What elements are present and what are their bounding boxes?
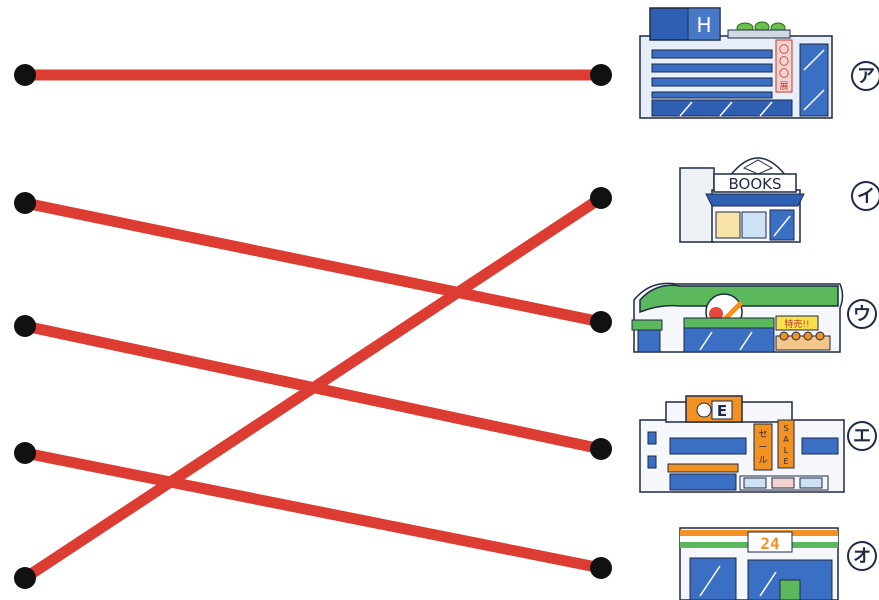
svg-text:〇: 〇: [779, 68, 789, 80]
right-dot-5[interactable]: [590, 557, 612, 579]
svg-text:展: 展: [779, 81, 788, 92]
svg-text:A: A: [783, 435, 789, 444]
24-sign: 24: [760, 534, 779, 553]
left-dot-4[interactable]: [14, 442, 36, 464]
supermarket-illustration: 特売!!: [631, 282, 844, 353]
hotel-sign: H: [696, 13, 711, 37]
hotel-department-store-illustration: H 〇 〇 〇 展: [639, 7, 833, 119]
choice-labels: ア イ ウ エ オ: [847, 61, 879, 571]
svg-text:ウ: ウ: [853, 304, 871, 325]
books-sign: BOOKS: [729, 175, 782, 193]
right-dot-2[interactable]: [590, 187, 612, 209]
svg-text:E: E: [783, 457, 788, 466]
svg-text:セ: セ: [758, 429, 767, 440]
bookstore-illustration: BOOKS: [679, 157, 805, 243]
svg-text:ー: ー: [758, 443, 767, 453]
electronics-store-illustration: E セ ー ル S A L E: [639, 395, 845, 493]
svg-text:L: L: [784, 446, 789, 455]
connection-lines: [21, 69, 605, 583]
left-dot-1[interactable]: [14, 64, 36, 86]
e-sign: E: [717, 402, 727, 420]
svg-text:オ: オ: [853, 546, 871, 567]
sale-sign: 特売!!: [784, 318, 809, 330]
connection-line-5-2: [21, 193, 605, 583]
connection-line-4-5: [23, 447, 603, 574]
choice-label-u: ウ: [847, 299, 877, 329]
svg-text:ル: ル: [758, 456, 767, 466]
svg-text:ア: ア: [857, 66, 875, 87]
endpoint-dots: [14, 64, 612, 589]
left-dot-5[interactable]: [14, 567, 36, 589]
choice-label-a: ア: [851, 61, 879, 91]
right-dot-3[interactable]: [590, 311, 612, 333]
right-dot-4[interactable]: [590, 438, 612, 460]
svg-text:イ: イ: [857, 186, 875, 207]
svg-text:S: S: [783, 424, 788, 433]
choice-label-e: エ: [847, 421, 877, 451]
svg-text:エ: エ: [853, 426, 871, 447]
left-dot-3[interactable]: [14, 315, 36, 337]
svg-text:〇: 〇: [779, 56, 789, 68]
left-dot-2[interactable]: [14, 192, 36, 214]
choice-label-o: オ: [847, 541, 877, 571]
svg-text:〇: 〇: [779, 44, 789, 56]
convenience-store-illustration: 24: [679, 527, 839, 600]
choice-label-i: イ: [851, 181, 879, 211]
right-dot-1[interactable]: [590, 64, 612, 86]
connection-line-2-3: [23, 197, 603, 328]
